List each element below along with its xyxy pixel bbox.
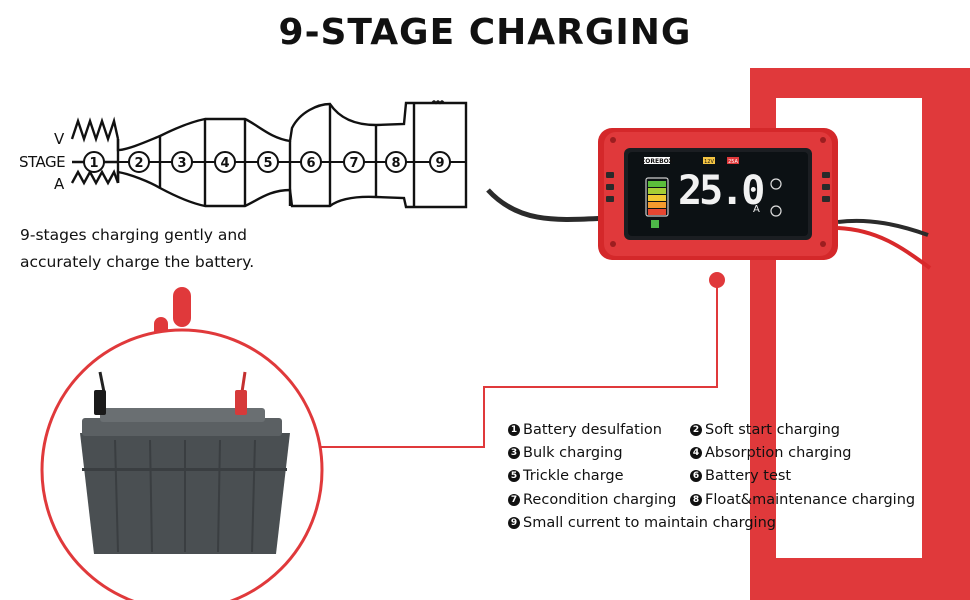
legend-text-4: Absorption charging: [705, 444, 852, 461]
stage-4: 4: [220, 156, 229, 171]
legend-num-7: 7: [508, 493, 520, 506]
legend-num-8: 8: [690, 493, 702, 506]
current-label: A: [54, 175, 65, 193]
connector-dot-right: [709, 272, 725, 288]
display-unit: A: [753, 204, 760, 215]
envelope-top: [116, 101, 468, 152]
legend-num-4: 4: [690, 446, 702, 459]
display-value: 25.0: [678, 168, 763, 214]
legend-num-6: 6: [690, 470, 702, 483]
legend-text-2: Soft start charging: [705, 421, 840, 438]
page-title: 9-STAGE CHARGING: [278, 12, 692, 53]
envelope-bottom: [116, 170, 468, 209]
stage-diagram: 1 2 3 4 5 6 7 8 9: [70, 100, 468, 209]
voltage-label: V: [54, 130, 65, 148]
legend-text-1: Battery desulfation: [523, 421, 662, 438]
stage-9: 9: [435, 156, 444, 171]
stage-label: STAGE: [19, 153, 66, 171]
current-badge: 25A: [728, 159, 738, 165]
legend-text-3: Bulk charging: [523, 444, 623, 461]
legend-num-2: 2: [690, 423, 702, 436]
description-line-1: 9-stages charging gently and: [20, 226, 248, 244]
stage-8: 8: [391, 156, 400, 171]
charger-device: COREBOX 12V 25A 25.0 A: [598, 128, 838, 260]
legend-text-8: Float&maintenance charging: [705, 491, 916, 508]
legend-text-9: Small current to maintain charging: [523, 514, 776, 531]
legend-num-9: 9: [508, 516, 520, 529]
stage-1: 1: [89, 156, 98, 171]
description: 9-stages charging gently and accurately …: [20, 222, 254, 276]
legend-text-6: Battery test: [705, 468, 792, 485]
current-pulse-wave: [70, 169, 120, 186]
description-line-2: accurately charge the battery.: [20, 253, 255, 271]
legend-text-7: Recondition charging: [523, 491, 677, 508]
legend-text-5: Trickle charge: [523, 468, 624, 485]
stage-7: 7: [349, 156, 358, 171]
battery-icon: [80, 371, 290, 554]
legend-num-1: 1: [508, 423, 520, 436]
stage-6: 6: [306, 156, 315, 171]
voltage-pulse-wave: [70, 116, 120, 143]
stage-2: 2: [134, 156, 143, 171]
stage-3: 3: [177, 156, 186, 171]
charger-brand: COREBOX: [641, 158, 674, 165]
legend-num-5: 5: [508, 470, 520, 483]
legend-num-3: 3: [508, 446, 520, 459]
voltage-badge: 12V: [704, 159, 714, 165]
stage-5: 5: [263, 156, 272, 171]
